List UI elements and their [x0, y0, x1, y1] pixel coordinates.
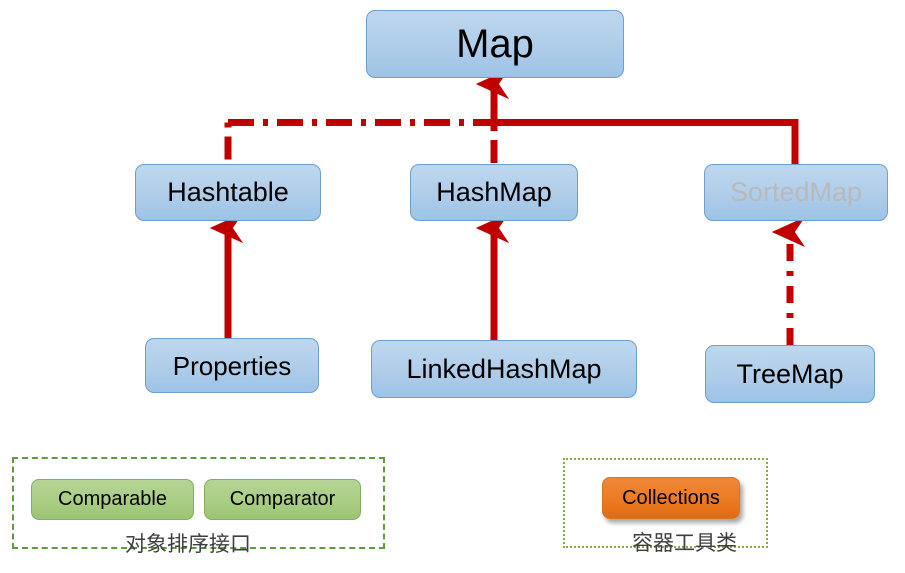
node-sortedmap[interactable]: SortedMap — [704, 164, 888, 221]
chip-collections[interactable]: Collections — [602, 477, 740, 519]
node-hashtable[interactable]: Hashtable — [135, 164, 321, 221]
legend-caption-container-utils: 容器工具类 — [632, 532, 737, 555]
chip-collections-label: Collections — [622, 486, 720, 509]
node-map[interactable]: Map — [366, 10, 624, 78]
node-map-label: Map — [456, 22, 534, 66]
chip-comparable-label: Comparable — [58, 488, 167, 510]
node-linkedhashmap-label: LinkedHashMap — [406, 353, 602, 384]
chip-comparator-label: Comparator — [229, 488, 336, 510]
node-properties-label: Properties — [172, 350, 292, 381]
node-hashtable-label: Hashtable — [167, 177, 289, 207]
node-properties[interactable]: Properties — [145, 338, 319, 393]
node-sortedmap-label: SortedMap — [729, 177, 863, 207]
legend-frame-sorting-interfaces — [12, 457, 385, 549]
node-treemap-label: TreeMap — [736, 358, 844, 389]
node-treemap[interactable]: TreeMap — [705, 345, 875, 403]
legend-frame-container-utils — [563, 458, 768, 548]
chip-comparable[interactable]: Comparable — [31, 479, 194, 520]
node-hashmap-label: HashMap — [436, 177, 552, 207]
node-hashmap[interactable]: HashMap — [410, 164, 578, 221]
chip-comparator[interactable]: Comparator — [204, 479, 361, 520]
connector-sortedmap-to-map — [494, 119, 799, 164]
legend-caption-sorting-interfaces: 对象排序接口 — [125, 533, 251, 556]
node-linkedhashmap[interactable]: LinkedHashMap — [371, 340, 637, 398]
